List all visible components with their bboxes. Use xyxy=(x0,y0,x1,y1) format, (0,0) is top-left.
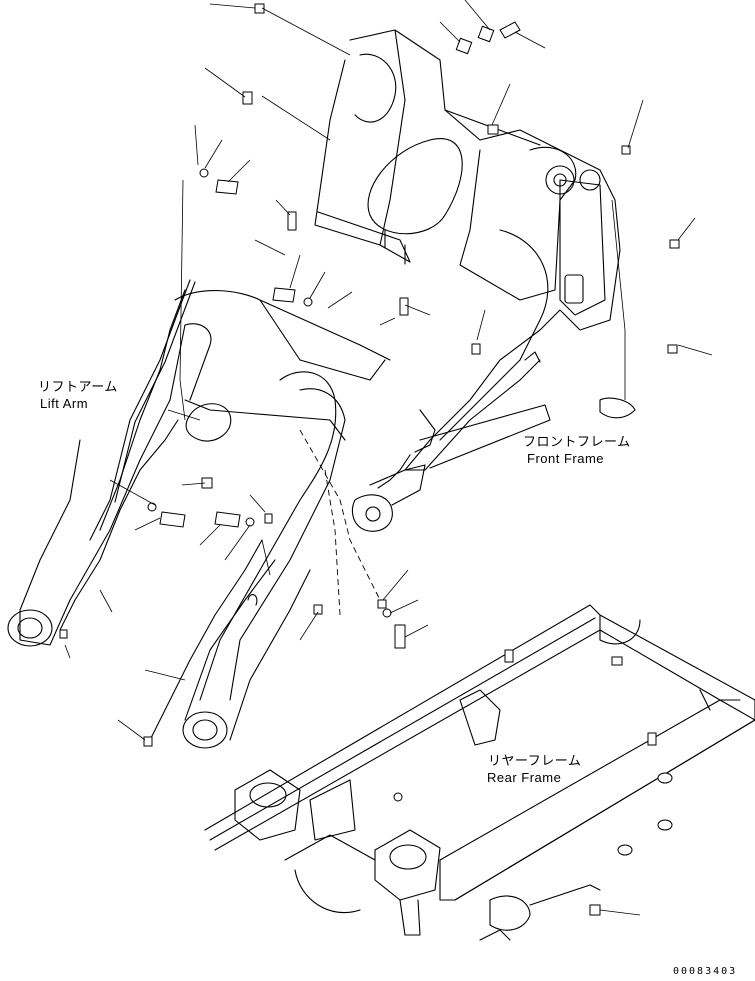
rear-frame-label-jp: リヤーフレーム xyxy=(488,753,582,768)
drawing-code: 00083403 xyxy=(673,966,738,977)
lift-arm xyxy=(7,279,436,749)
hoses xyxy=(59,179,381,741)
fasteners xyxy=(59,3,680,916)
lift-arm-label-en: Lift Arm xyxy=(40,396,89,411)
front-frame xyxy=(314,29,636,471)
rear-frame-label-en: Rear Frame xyxy=(487,770,562,785)
front-frame-label-en: Front Frame xyxy=(527,451,605,466)
leader-lines xyxy=(64,0,713,916)
front-frame-label-jp: フロントフレーム xyxy=(523,434,631,449)
lift-arm-label-jp: リフトアーム xyxy=(38,379,118,394)
rear-frame xyxy=(204,604,755,941)
